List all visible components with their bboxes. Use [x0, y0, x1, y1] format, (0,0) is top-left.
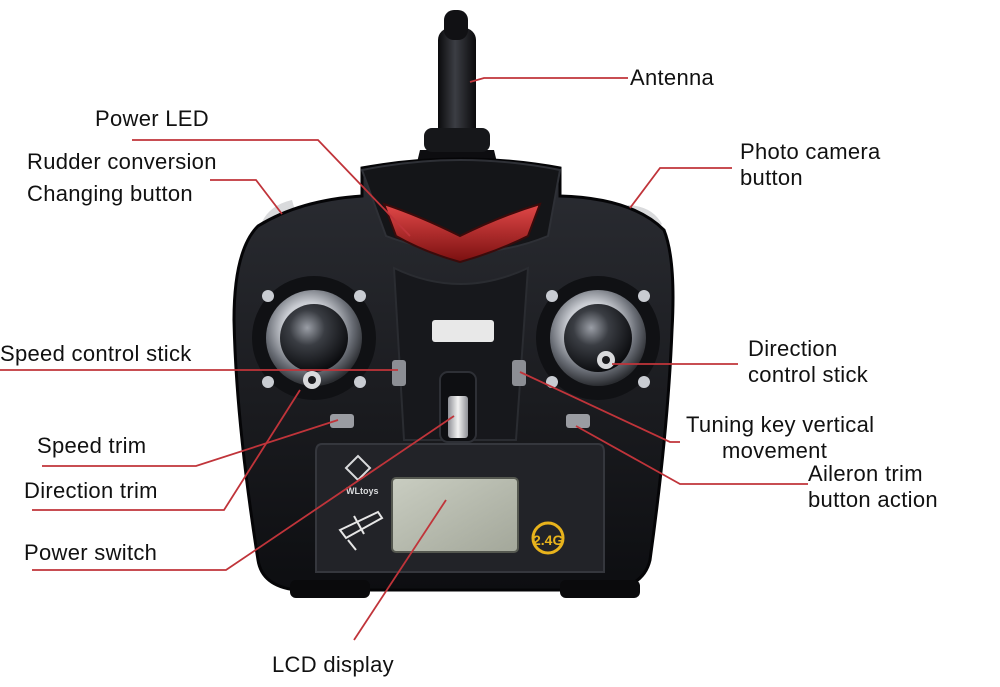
speed-trim-key	[330, 414, 354, 428]
speed-stick-trim-key	[392, 360, 406, 386]
label-power-led: Power LED	[95, 106, 209, 131]
label-rudder: Rudder conversion Changing button	[27, 149, 217, 206]
leader-power-switch	[32, 415, 455, 571]
antenna-icon	[414, 10, 500, 175]
brand-logo-icon: WLtoys	[344, 454, 379, 496]
badge-text: 2.4G	[533, 532, 563, 548]
leader-tuning	[519, 371, 680, 443]
label-direction-trim: Direction trim	[24, 478, 158, 503]
airplane-icon	[338, 510, 384, 551]
label-photo-camera: Photo camera button	[740, 139, 881, 190]
leader-power-led	[132, 139, 411, 237]
power-switch-slider	[448, 396, 468, 438]
center-indicator	[432, 320, 494, 342]
label-direction-stick: Direction control stick	[748, 336, 869, 387]
leader-speed-trim	[42, 419, 339, 467]
label-tuning-key: Tuning key vertical movement	[686, 412, 875, 463]
lcd-screen	[391, 477, 519, 553]
label-aileron-trim: Aileron trim button action	[808, 461, 938, 512]
tuning-key	[512, 360, 526, 386]
leader-aileron	[575, 425, 808, 485]
power-led-window	[382, 202, 542, 264]
brand-text: WLtoys	[346, 486, 379, 496]
leader-direction-trim	[32, 389, 301, 511]
label-power-switch: Power switch	[24, 540, 158, 565]
frequency-badge-icon: 2.4G	[531, 521, 565, 555]
label-speed-trim: Speed trim	[37, 433, 147, 458]
label-antenna: Antenna	[630, 65, 715, 90]
aileron-trim-key	[566, 414, 590, 428]
gimbal-icon	[536, 276, 660, 400]
leader-lcd	[353, 499, 447, 641]
leader-antenna	[469, 77, 628, 83]
gimbal-icon	[252, 276, 376, 400]
leader-photo	[629, 167, 732, 209]
leader-rudder	[210, 179, 283, 215]
label-speed-stick: Speed control stick	[0, 341, 192, 366]
label-lcd-display: LCD display	[272, 652, 394, 677]
